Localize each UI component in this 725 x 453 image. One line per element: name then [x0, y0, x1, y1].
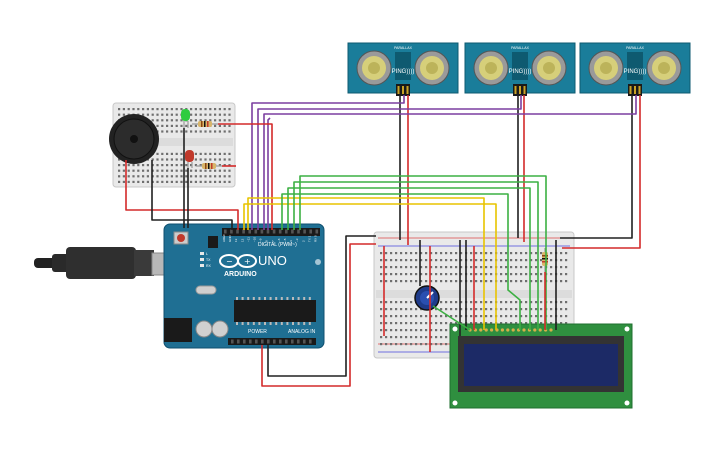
pin-label: 4: [289, 240, 293, 242]
wire-green-3: [293, 181, 539, 330]
power-header-label: POWER: [248, 329, 267, 335]
pin-label: GND: [228, 235, 232, 243]
pin-label: RX 0: [314, 235, 318, 242]
wire-buzzer-gnd: [151, 160, 233, 230]
svg-text:+: +: [244, 257, 251, 266]
red-led: [185, 150, 194, 168]
wire-yellow-2: [247, 197, 485, 330]
pin-label: TX 1: [307, 235, 311, 242]
pin-label: ~11: [246, 237, 250, 242]
wire-green-1: [281, 193, 521, 330]
arduino-model-label: UNO: [258, 253, 287, 268]
indicator-label: RX: [206, 264, 212, 268]
wire-green-4: [299, 175, 547, 330]
resistor-green-led: [192, 121, 218, 127]
pin-label: 8: [265, 240, 269, 242]
wires: [125, 95, 641, 387]
usb-cable: [34, 247, 187, 279]
wire-sensor3-sig: [263, 95, 637, 230]
indicator-label: TX: [206, 258, 211, 262]
pin-label: ~6: [277, 238, 281, 242]
lcd-screen: [464, 344, 618, 386]
pin-label: ~5: [283, 238, 287, 242]
sensor-label: PING)))): [624, 69, 647, 75]
wire-green-2: [287, 187, 531, 330]
arduino-brand-label: ARDUINO: [224, 271, 257, 278]
indicator-label: L: [206, 252, 208, 256]
svg-text:−: −: [226, 257, 233, 266]
potentiometer: [414, 285, 440, 311]
digital-header-label: DIGITAL (PWM~): [258, 242, 297, 248]
wire-sensor3-gnd: [560, 95, 633, 239]
pin-label: 2: [301, 240, 305, 242]
pin-label: ~9: [259, 238, 263, 242]
sensor-label: PING)))): [509, 69, 532, 75]
arduino-uno-board: − + UNO ARDUINO DIGITAL (PWM~) POWER ANA…: [163, 223, 325, 349]
wire-purple-4: [267, 117, 271, 230]
wire-gnd: [267, 235, 376, 377]
resistor-red-led: [196, 163, 222, 169]
piezo-buzzer: [109, 114, 159, 164]
analog-header-label: ANALOG IN: [288, 329, 316, 335]
ultrasonic-sensor: PING)))) PARALLAX: [464, 42, 576, 96]
pin-label: 13: [234, 238, 238, 242]
wire-buzzer-red: [125, 160, 239, 230]
wire-5v: [261, 243, 376, 387]
ultrasonic-sensor: PING)))) PARALLAX: [579, 42, 691, 96]
wire-sensor3-vcc: [562, 95, 641, 249]
wire-sensor1-sig: [251, 95, 405, 230]
green-led: [181, 109, 190, 128]
wire-sensor2-sig: [257, 95, 522, 230]
sensor-brand: PARALLAX: [394, 46, 412, 50]
lcd-16x2: [449, 323, 633, 409]
wire-pot-green: [432, 305, 471, 331]
sensor-brand: PARALLAX: [626, 46, 644, 50]
pin-label: ~3: [295, 238, 299, 242]
wire-led-green: [218, 123, 273, 230]
pin-label: 12: [240, 238, 244, 242]
sensor-label: PING)))): [392, 69, 415, 75]
wire-yellow-1: [243, 203, 497, 330]
pin-label: ~10: [253, 237, 257, 242]
arduino-logo: − +: [219, 254, 257, 268]
pin-label: AREF: [222, 234, 226, 242]
pin-label: 7: [271, 240, 275, 242]
ultrasonic-sensor: PING)))) PARALLAX: [347, 42, 459, 96]
sensor-brand: PARALLAX: [511, 46, 529, 50]
